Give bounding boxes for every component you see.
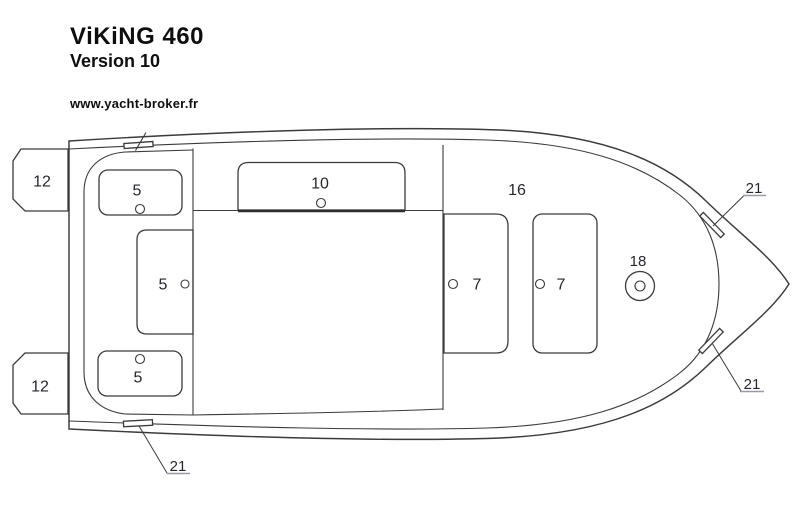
- gunwale-inner-line: [68, 138, 720, 430]
- version-label: Version 10: [70, 51, 161, 72]
- locker-middle-5: [136, 229, 194, 335]
- locker-middle-latch: [180, 279, 190, 289]
- deck-fitting-18-outer: [624, 270, 656, 302]
- swim-platform-bottom: [12, 352, 69, 415]
- cleat-bow-bottom-icon: [697, 327, 725, 355]
- cleat-stern-top-icon: [123, 132, 154, 151]
- label-cleat-top-right: 21: [746, 180, 763, 197]
- seat-box-10: [237, 161, 406, 211]
- label-seat-7-left: 7: [473, 277, 482, 294]
- leader-stern: [138, 425, 168, 474]
- hull-outline: [68, 127, 790, 441]
- locker-bottom-latch: [134, 353, 146, 365]
- website-link: www.yacht-broker.fr: [70, 96, 199, 112]
- title-block: ViKiNG 460 Version 10 www.yacht-broker.f…: [70, 24, 204, 111]
- page-title: ViKiNG 460: [70, 23, 204, 50]
- locker-bottom-5: [97, 350, 183, 397]
- label-locker-top: 5: [133, 183, 142, 200]
- locker-top-latch: [134, 203, 146, 215]
- label-cleat-bottom-right: 21: [744, 376, 761, 393]
- label-bow-deck-16: 16: [508, 182, 526, 199]
- seat-7-left-latch: [447, 278, 459, 290]
- cleat-stern-bottom-icon: [122, 419, 154, 428]
- seat-box-7-left: [443, 213, 509, 354]
- cockpit-boundary: [83, 149, 444, 416]
- swim-platform-top: [12, 148, 69, 212]
- locker-top-5: [98, 169, 183, 216]
- leader-top-right: [712, 195, 745, 227]
- leader-bottom-right: [711, 342, 742, 392]
- label-locker-middle: 5: [159, 277, 168, 294]
- seat-box-7-right: [532, 213, 598, 354]
- label-cleat-stern: 21: [170, 458, 187, 475]
- label-seat-7-right: 7: [557, 277, 566, 294]
- cleat-bow-top-icon: [698, 211, 726, 239]
- seat-10-latch: [315, 197, 327, 209]
- label-seat-10: 10: [311, 176, 329, 193]
- label-platform-top: 12: [33, 174, 51, 191]
- deck-fitting-18-inner: [634, 280, 646, 292]
- label-platform-bottom: 12: [31, 379, 49, 396]
- seat-7-right-latch: [534, 278, 546, 290]
- label-fitting-18: 18: [630, 253, 647, 270]
- label-locker-bottom: 5: [134, 370, 143, 387]
